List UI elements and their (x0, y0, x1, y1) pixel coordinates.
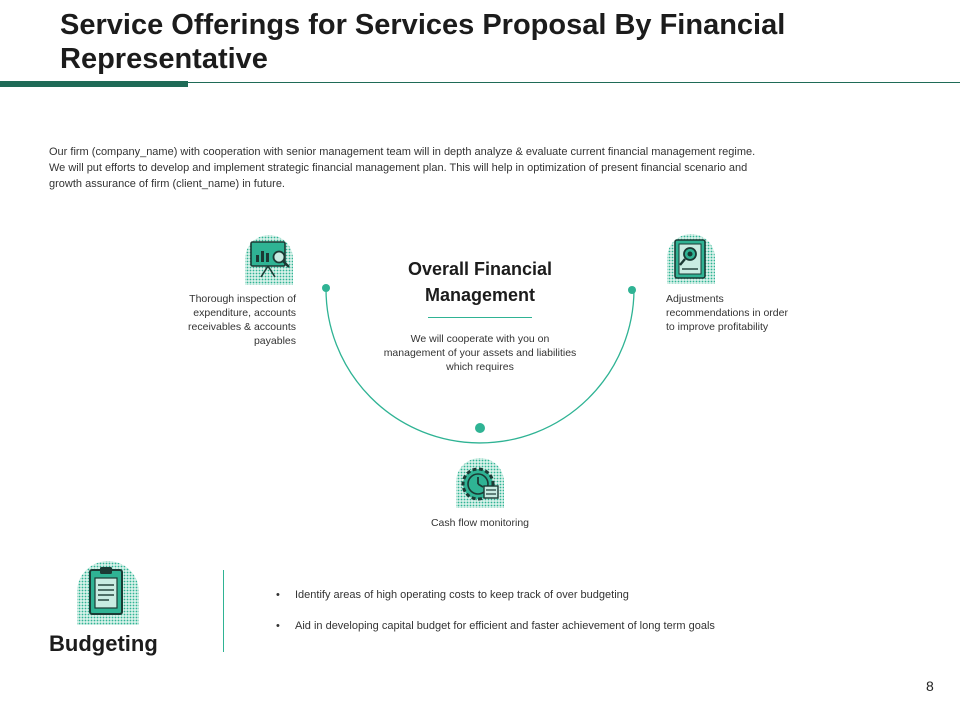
arc-node-bottom (475, 423, 485, 433)
item-text-inspection: Thorough inspection of expenditure, acco… (188, 293, 296, 347)
list-item: Aid in developing capital budget for eff… (276, 618, 916, 634)
budgeting-bullet-list: Identify areas of high operating costs t… (276, 587, 916, 649)
center-divider (428, 317, 532, 318)
slide-title: Service Offerings for Services Proposal … (60, 9, 786, 75)
item-text-adjustments: Adjustments recommendations in order to … (666, 293, 788, 333)
connector-arc (325, 287, 635, 444)
title-divider (0, 82, 960, 83)
clipboard-icon (75, 559, 141, 625)
intro-line: Our firm (company_name) with cooperation… (49, 146, 756, 158)
center-description: We will cooperate with you on management… (383, 333, 577, 373)
intro-paragraph: Our firm (company_name) with cooperation… (49, 144, 901, 192)
page-number: 8 (926, 678, 934, 694)
budgeting-title: Budgeting (49, 631, 158, 656)
arc-node-left (322, 284, 330, 292)
intro-line: We will put efforts to develop and imple… (49, 162, 748, 174)
list-item: Identify areas of high operating costs t… (276, 587, 916, 603)
intro-line: growth assurance of firm (client_name) i… (49, 178, 285, 190)
center-title: Overall Financial Management (407, 259, 553, 305)
title-accent-bar (0, 81, 188, 87)
budgeting-divider (223, 570, 224, 652)
presentation-chart-magnifier-icon (243, 233, 295, 285)
arc-diagram (322, 284, 636, 444)
gear-clock-money-icon (454, 456, 506, 508)
document-search-icon (665, 232, 717, 284)
item-text-cashflow: Cash flow monitoring (430, 517, 530, 529)
arc-node-right (628, 286, 636, 294)
